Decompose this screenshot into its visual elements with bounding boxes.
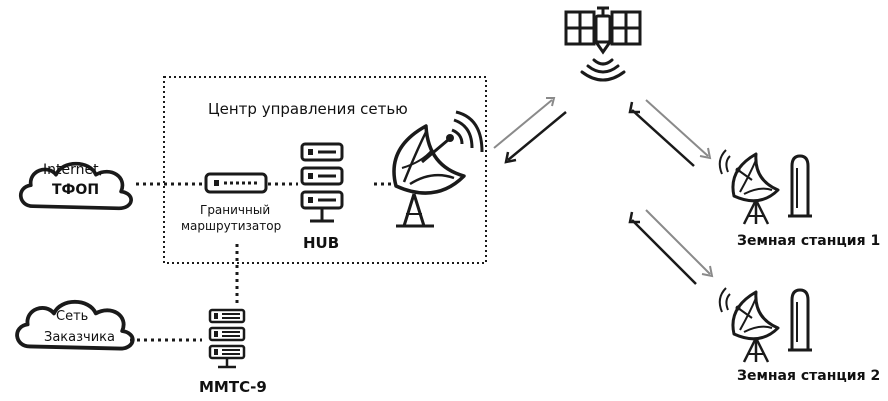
edge-router-label-line2: маршрутизатор xyxy=(181,219,282,233)
customer-net-label-line2: Заказчика xyxy=(44,330,115,345)
customer-net-label-line1: Сеть xyxy=(56,309,89,324)
server-rack-icon xyxy=(208,308,246,369)
edge-router-label-line1: Граничный xyxy=(200,203,271,217)
satellite-dish-icon xyxy=(392,110,484,228)
antenna-tower-icon xyxy=(786,154,814,218)
router-icon xyxy=(204,172,268,194)
control-center-label: Центр управления сетью xyxy=(208,100,408,118)
earth-station-2-label: Земная станция 2 xyxy=(737,368,881,384)
mmts-label: ММТС-9 xyxy=(199,378,267,396)
control-center-frame xyxy=(163,76,487,264)
earth-station-1-label: Земная станция 1 xyxy=(737,233,881,249)
satellite-dish-icon xyxy=(718,286,780,364)
satellite-dish-icon xyxy=(718,148,780,226)
server-rack-icon xyxy=(300,142,344,223)
satellite-links xyxy=(493,97,714,285)
satellite-icon xyxy=(564,6,642,82)
internet-label: Internet, xyxy=(43,162,104,178)
hub-label: HUB xyxy=(303,234,340,252)
antenna-tower-icon xyxy=(786,288,814,352)
tfop-label: ТФОП xyxy=(52,182,100,198)
